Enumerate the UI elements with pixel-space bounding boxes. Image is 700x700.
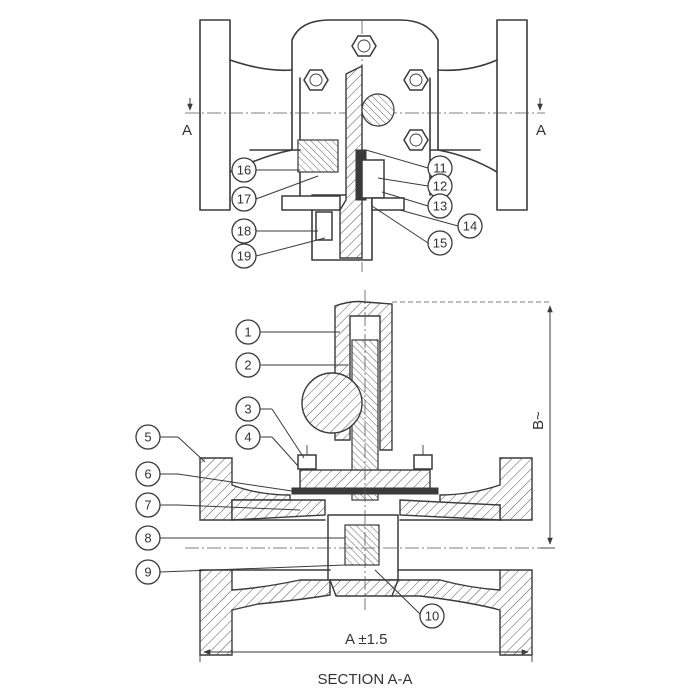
- hex-bolt-icon: [403, 69, 429, 91]
- callout-16: 16: [231, 157, 300, 183]
- callout-6: 6: [135, 461, 293, 492]
- right-flange-lower: [389, 569, 533, 656]
- filter-element: [344, 524, 380, 566]
- svg-text:12: 12: [433, 179, 447, 194]
- callout-11: 11: [365, 149, 453, 181]
- bolt-right: [413, 454, 433, 470]
- svg-text:14: 14: [463, 219, 477, 234]
- svg-text:4: 4: [244, 430, 251, 445]
- bolt-left: [297, 454, 317, 470]
- callout-13: 13: [381, 191, 453, 219]
- svg-text:3: 3: [244, 402, 251, 417]
- svg-text:17: 17: [237, 192, 251, 207]
- section-marker-right: A: [536, 122, 546, 139]
- callout-19: 19: [231, 237, 326, 269]
- float-ball-section: [361, 93, 395, 127]
- svg-text:15: 15: [433, 236, 447, 251]
- dimension-width-label: A ±1.5: [345, 631, 387, 648]
- svg-text:19: 19: [237, 249, 251, 264]
- callout-10: 10: [374, 569, 445, 629]
- hex-bolt-icon: [303, 69, 329, 91]
- svg-text:8: 8: [144, 531, 151, 546]
- drain-plug-section: [328, 579, 400, 597]
- svg-text:5: 5: [144, 430, 151, 445]
- callout-14: 14: [399, 209, 483, 239]
- left-flange-lower: [199, 569, 331, 656]
- svg-text:13: 13: [433, 199, 447, 214]
- left-flange: [199, 19, 231, 211]
- section-view: [185, 290, 545, 656]
- float-ball-section: [301, 372, 363, 434]
- svg-text:7: 7: [144, 498, 151, 513]
- section-marker-left: A: [182, 122, 192, 139]
- callout-12: 12: [377, 173, 453, 199]
- callout-1: 1: [235, 319, 340, 345]
- callout-18: 18: [231, 218, 318, 244]
- svg-text:9: 9: [144, 565, 151, 580]
- svg-text:10: 10: [425, 609, 439, 624]
- callout-2: 2: [235, 352, 348, 378]
- svg-text:11: 11: [433, 161, 447, 176]
- callouts: 16 17 18 19 11 12 13: [135, 149, 483, 629]
- bottom-cover: [311, 194, 373, 261]
- right-flange: [496, 19, 528, 211]
- callout-17: 17: [231, 175, 319, 212]
- callout-3: 3: [235, 396, 305, 459]
- top-view: A A: [182, 19, 546, 272]
- callout-7: 7: [135, 492, 301, 518]
- svg-text:2: 2: [244, 358, 251, 373]
- body-top-outline: [229, 19, 498, 72]
- svg-text:1: 1: [244, 325, 251, 340]
- callout-8: 8: [135, 525, 345, 551]
- callout-15: 15: [371, 205, 453, 256]
- callout-4: 4: [235, 424, 299, 467]
- section-caption: SECTION A-A: [317, 671, 412, 688]
- lever-arm-section: [339, 64, 363, 259]
- hex-bolt-icon: [351, 35, 377, 57]
- hex-bolt-icon: [403, 129, 429, 151]
- callout-5: 5: [135, 424, 206, 463]
- dimension-height: B~: [392, 301, 555, 549]
- callout-9: 9: [135, 559, 346, 585]
- link-block-section: [297, 139, 339, 173]
- svg-text:6: 6: [144, 467, 151, 482]
- dimension-width: A ±1.5: [199, 631, 533, 662]
- svg-text:16: 16: [237, 163, 251, 178]
- dimension-height-label: B~: [530, 411, 547, 430]
- svg-text:18: 18: [237, 224, 251, 239]
